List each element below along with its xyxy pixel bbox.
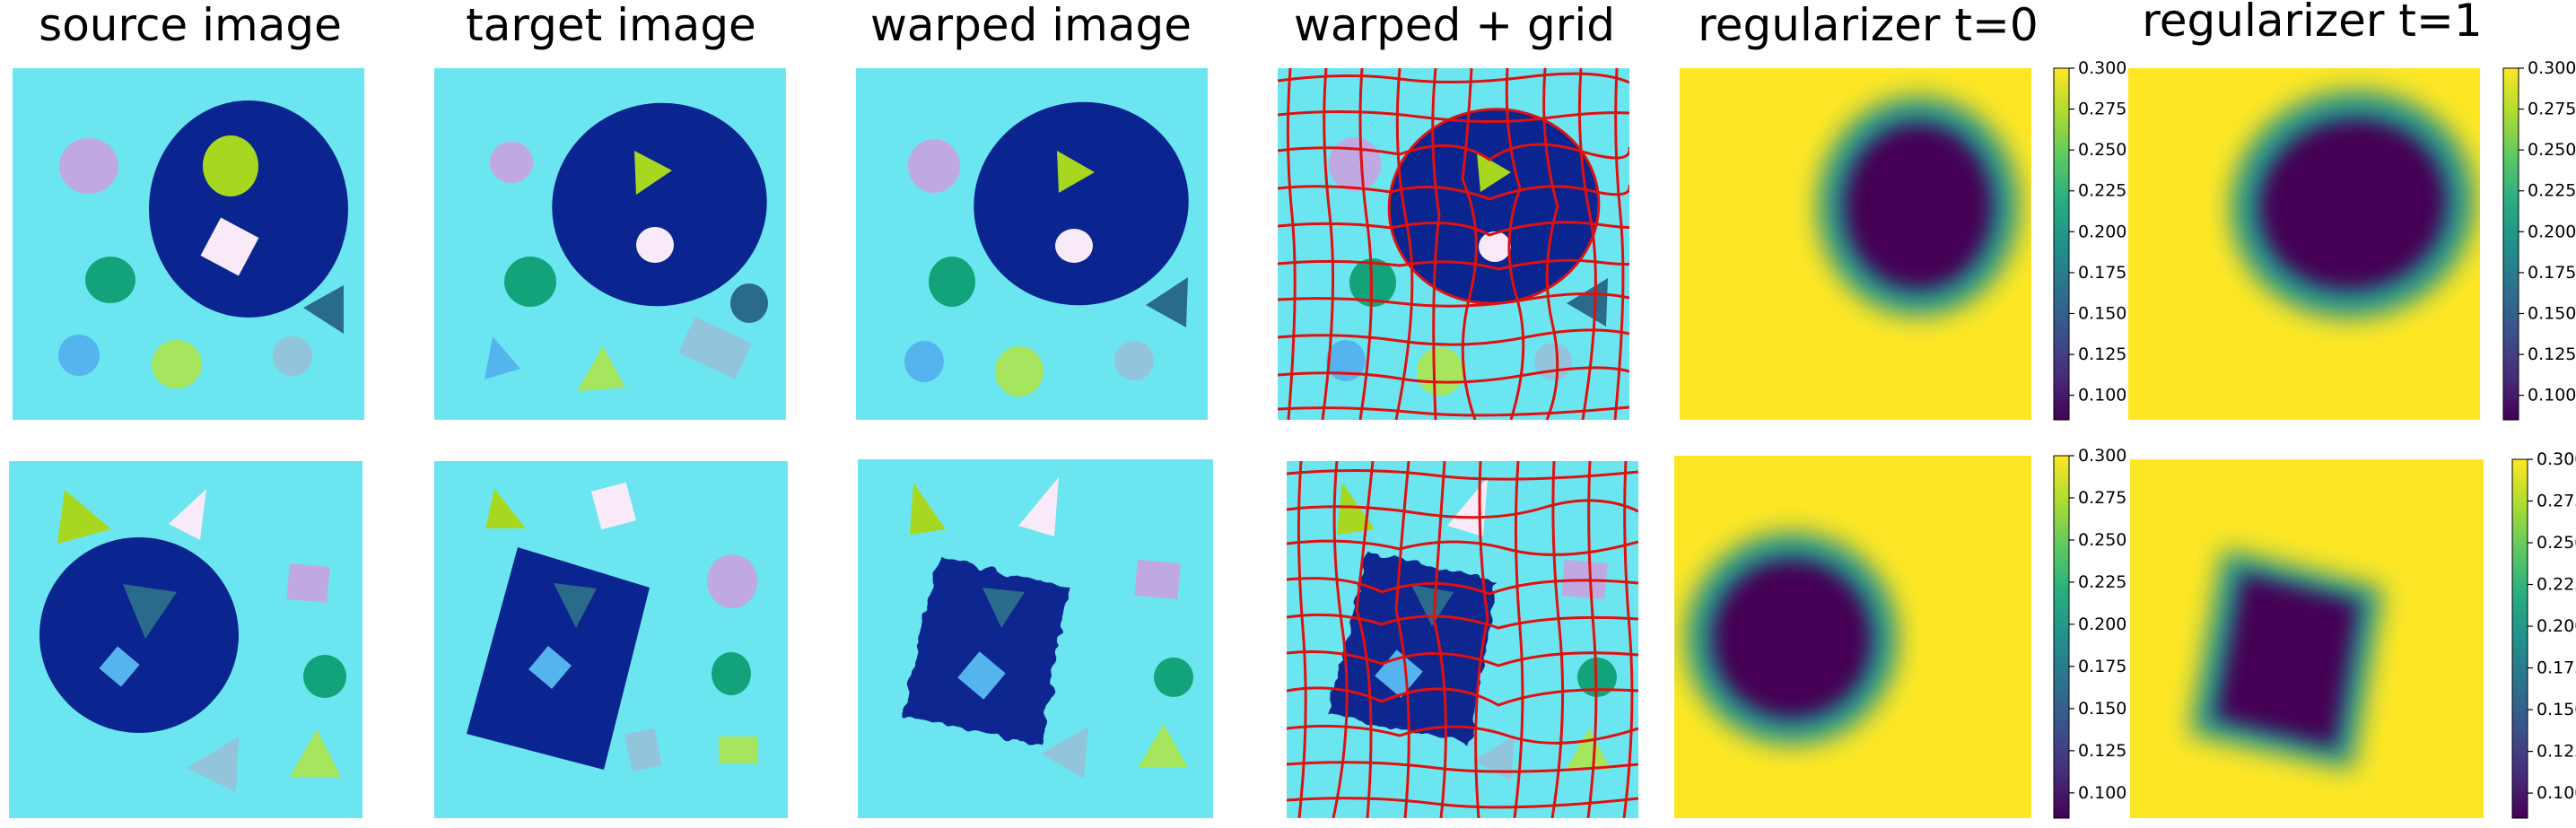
colorbar-tick-label: 0.175	[2528, 263, 2576, 283]
deformation-grid	[1278, 68, 1629, 420]
panel-warped-grid-row1	[1278, 68, 1629, 420]
colorbar-gradient	[2053, 455, 2070, 819]
colorbar-gradient	[2502, 67, 2519, 421]
panel-warped-row2	[858, 459, 1213, 818]
colorbar-tick-label: 0.275	[2078, 488, 2126, 508]
panel-warped-row1	[856, 68, 1208, 420]
colorbar-tick-label: 0.275	[2537, 492, 2576, 511]
colorbar-tick-label: 0.275	[2528, 100, 2576, 119]
colorbar-tick-label: 0.200	[2078, 614, 2126, 634]
colorbar-tick-label: 0.250	[2537, 533, 2576, 553]
colorbar-tick-label: 0.125	[2078, 344, 2126, 364]
colorbar-gradient	[2053, 67, 2070, 421]
colorbar-tick-label: 0.125	[2537, 742, 2576, 762]
colorbar-tick-label: 0.300	[2078, 446, 2126, 466]
colorbar-tick-label: 0.300	[2528, 58, 2576, 78]
title-warped-image: warped image	[870, 0, 1192, 51]
panel-target-row1	[434, 68, 786, 420]
panel-regularizer-t1-row2	[2130, 459, 2484, 818]
colorbar-tick-label: 0.150	[2528, 303, 2576, 323]
colorbar-tick-label: 0.150	[2078, 699, 2126, 719]
colorbar-t1-row2: 0.100 0.125 0.150 0.175 0.200 0.225 0.250 0.275…	[2511, 449, 2576, 819]
colorbar-t0-row2: 0.100 0.125 0.150 0.175 0.200 0.225 0.250 0.275…	[2053, 446, 2126, 819]
colorbar-tick-label: 0.100	[2528, 386, 2576, 405]
colorbar-tick-label: 0.200	[2537, 616, 2576, 636]
colorbar-tick-label: 0.100	[2078, 783, 2126, 803]
colorbar-tick-label: 0.225	[2537, 575, 2576, 595]
colorbar-tick-label: 0.225	[2078, 572, 2126, 592]
colorbar-tick-label: 0.225	[2528, 181, 2576, 201]
colorbar-tick-label: 0.225	[2078, 181, 2126, 201]
colorbar-tick-label: 0.150	[2537, 700, 2576, 719]
colorbar-tick-label: 0.300	[2078, 58, 2126, 78]
panel-regularizer-t0-row1	[1680, 68, 2031, 420]
panel-regularizer-t0-row2	[1674, 456, 2031, 818]
colorbar-tick-label: 0.150	[2078, 303, 2126, 323]
title-warped-grid: warped + grid	[1294, 0, 1615, 51]
colorbar-tick-label: 0.100	[2537, 783, 2576, 803]
panel-regularizer-t1-row1	[2128, 68, 2480, 420]
title-source-image: source image	[39, 0, 342, 51]
panel-source-row2	[9, 461, 362, 818]
colorbar-tick-label: 0.125	[2078, 741, 2126, 761]
colorbar-t0-row1: 0.100 0.125 0.150 0.175 0.200 0.225 0.250 0.275…	[2053, 58, 2126, 421]
colorbar-tick-label: 0.250	[2078, 140, 2126, 160]
colorbar-tick-label: 0.300	[2537, 449, 2576, 469]
deformation-grid-2	[1287, 461, 1638, 818]
colorbar-tick-label: 0.175	[2537, 658, 2576, 678]
colorbar-t1-row1: 0.100 0.125 0.150 0.175 0.200 0.225 0.250 0.275…	[2502, 58, 2576, 421]
panel-target-row2	[434, 461, 788, 818]
colorbar-gradient	[2511, 458, 2528, 819]
colorbar-tick-label: 0.175	[2078, 263, 2126, 283]
colorbar-tick-label: 0.175	[2078, 657, 2126, 676]
title-regularizer-t1: regularizer t=1	[2142, 0, 2482, 47]
colorbar-tick-label: 0.125	[2528, 344, 2576, 364]
title-regularizer-t0: regularizer t=0	[1698, 0, 2038, 51]
panel-warped-grid-row2	[1287, 461, 1638, 818]
colorbar-tick-label: 0.275	[2078, 100, 2126, 119]
colorbar-tick-label: 0.200	[2078, 222, 2126, 241]
title-target-image: target image	[466, 0, 756, 51]
panel-source-row1	[13, 68, 364, 420]
colorbar-tick-label: 0.250	[2078, 530, 2126, 550]
colorbar-tick-label: 0.250	[2528, 140, 2576, 160]
colorbar-tick-label: 0.100	[2078, 386, 2126, 405]
colorbars: 0.100 0.125 0.150 0.175 0.200 0.225 0.250 0.275…	[2053, 58, 2576, 819]
colorbar-tick-label: 0.200	[2528, 222, 2576, 241]
